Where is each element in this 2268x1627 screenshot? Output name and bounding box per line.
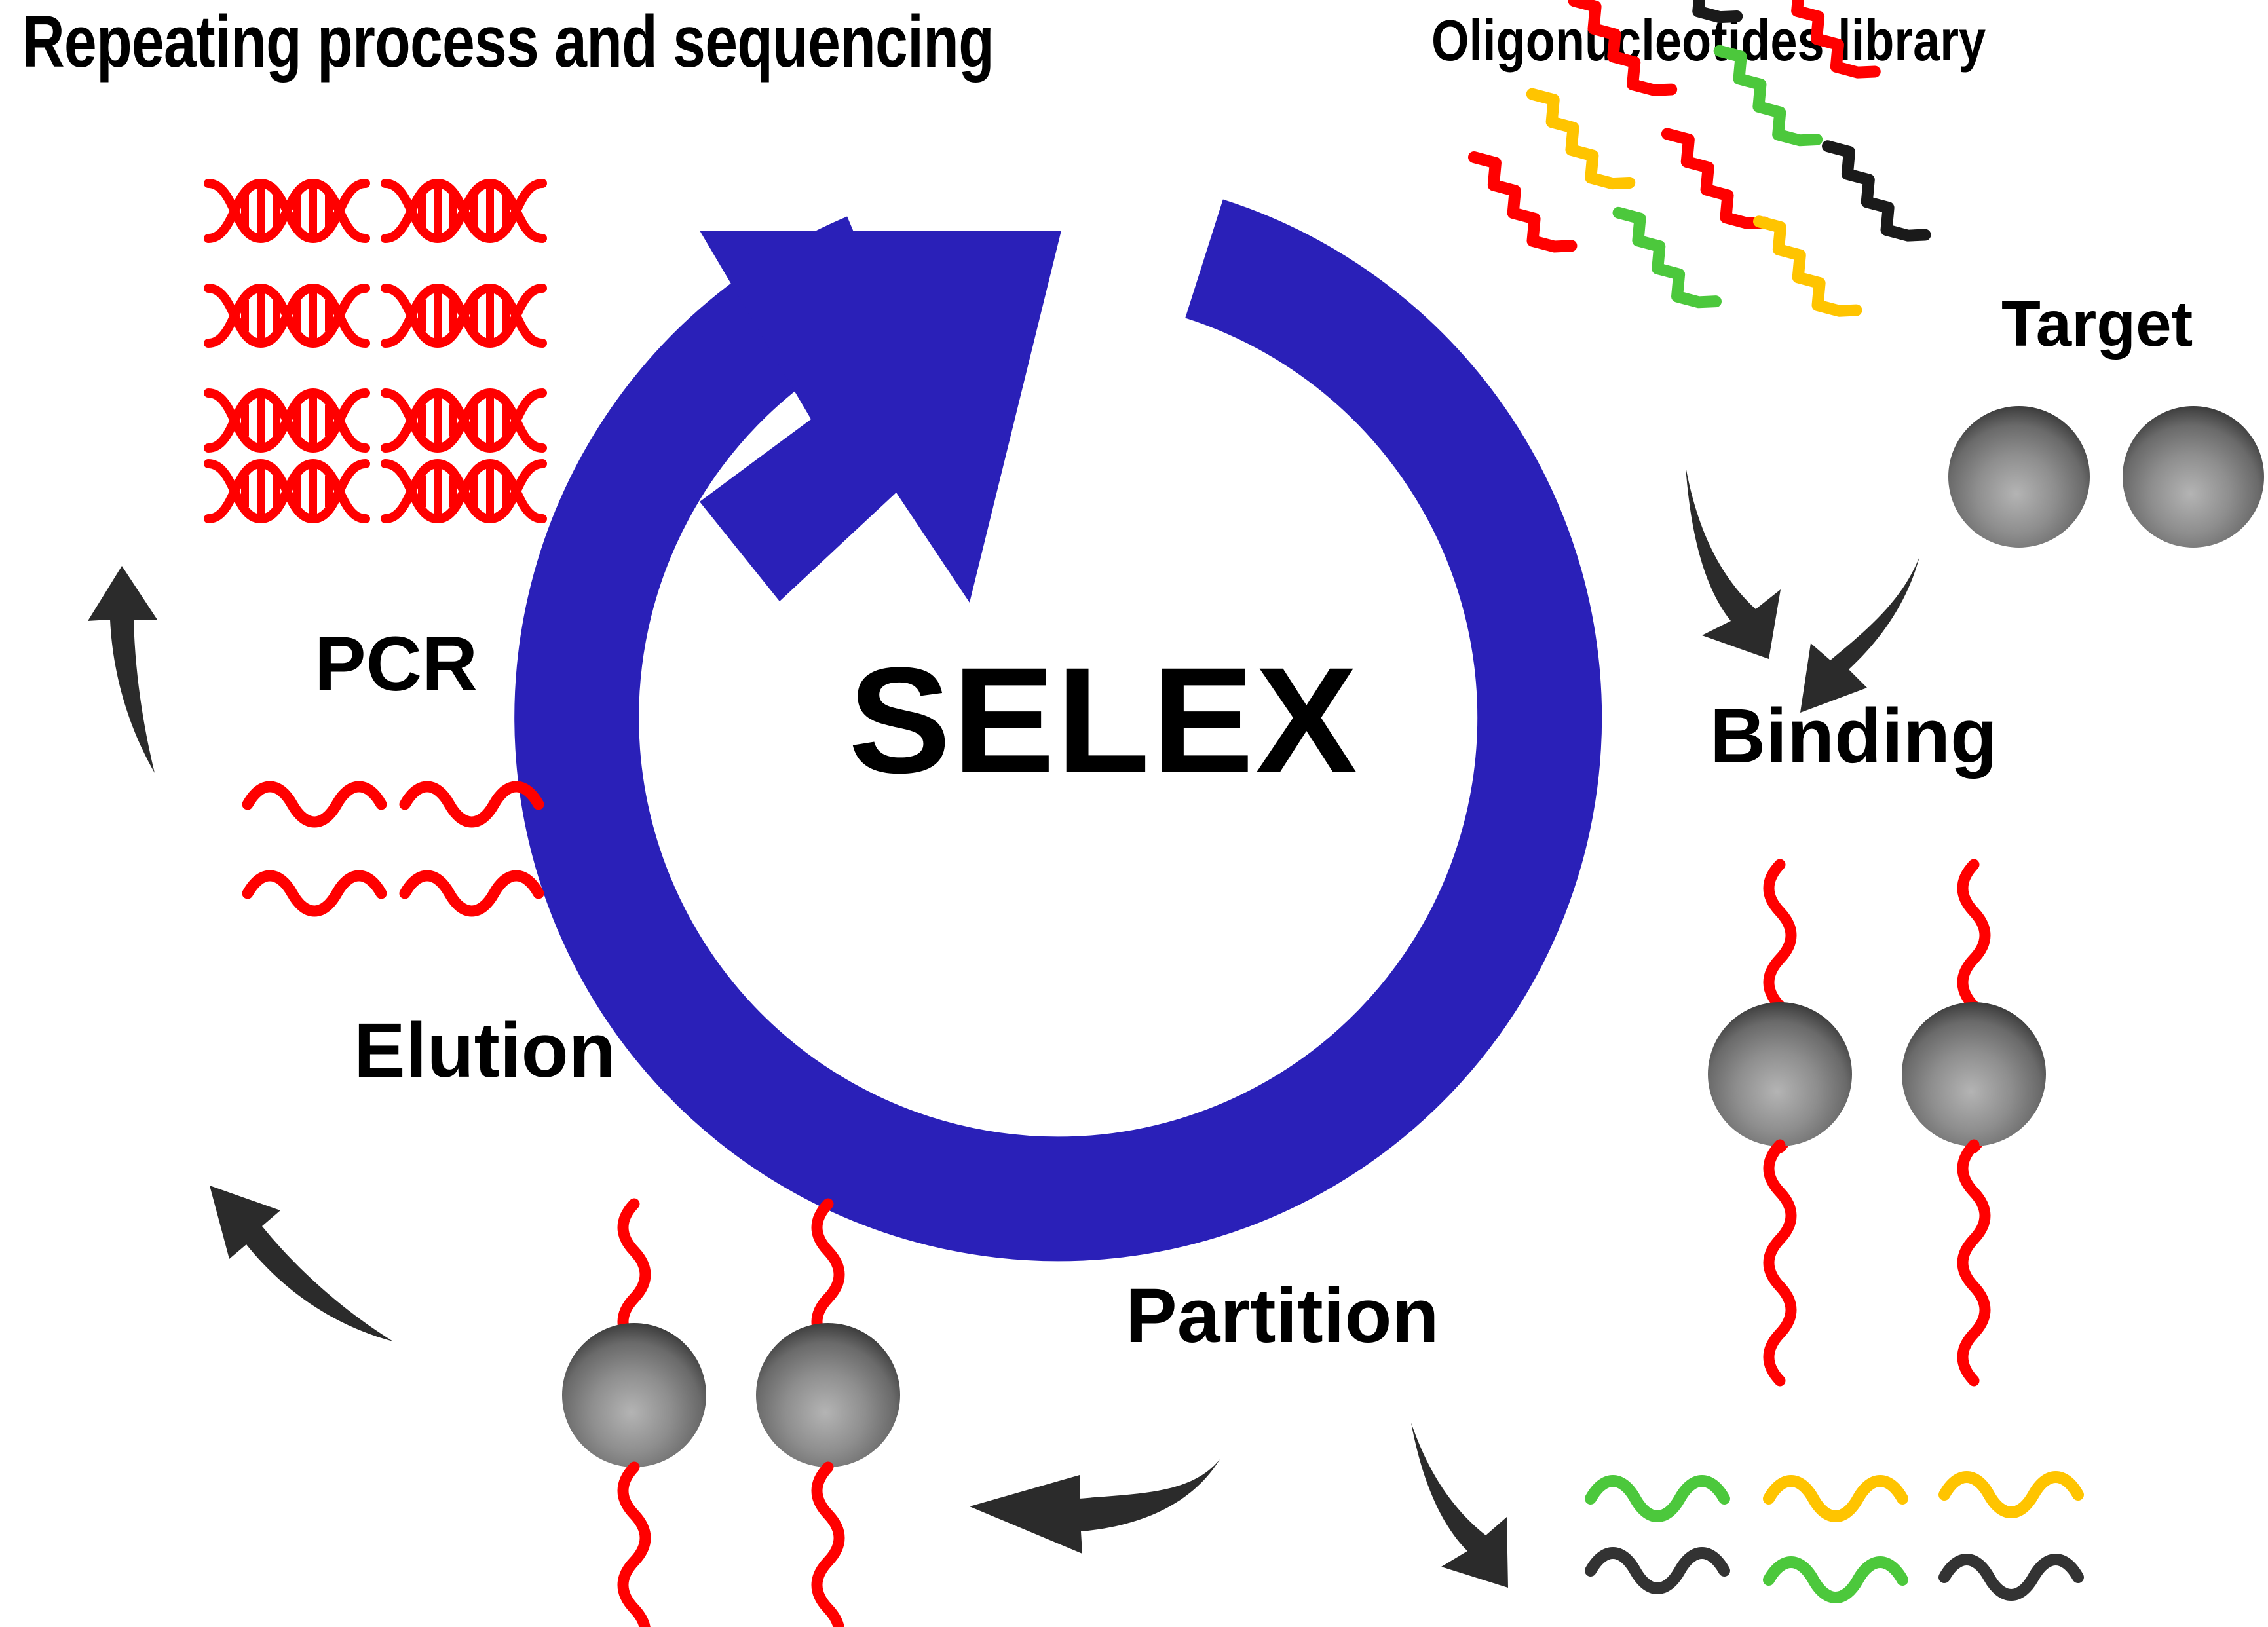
elution-complex — [562, 1198, 706, 1627]
dna-double-helix-icon — [385, 393, 542, 448]
dna-double-helix-icon — [208, 393, 366, 448]
wavy-strand-icon — [248, 876, 381, 911]
target-sphere — [1948, 406, 2090, 548]
curved-arrow-down-right-icon — [1686, 466, 1781, 659]
wavy-strand-icon — [405, 876, 539, 911]
label-partition: Partition — [1125, 1273, 1439, 1359]
binding-complex — [1902, 859, 2046, 1387]
label-target: Target — [2001, 288, 2193, 360]
title-oligonucleotides-library: Oligonucleotides library — [1431, 8, 1986, 73]
dna-double-helix-icon — [385, 288, 542, 343]
wavy-strand-icon — [1619, 196, 1716, 318]
label-elution: Elution — [354, 1007, 616, 1094]
wavy-strand-icon — [1591, 1553, 1724, 1588]
title-repeating-process: Repeating process and sequencing — [22, 1, 994, 83]
wavy-strand-icon — [1769, 1562, 1902, 1598]
curved-arrow-down-icon — [1411, 1423, 1508, 1588]
wavy-strand-icon — [405, 787, 539, 822]
curved-arrow-up-icon — [88, 566, 157, 773]
wavy-strand-icon — [1474, 141, 1571, 263]
dna-double-helix-icon — [385, 464, 542, 519]
elution-complex — [756, 1198, 900, 1627]
wavy-strand-icon — [1667, 117, 1764, 239]
wavy-strand-icon — [1591, 1481, 1724, 1516]
curved-arrow-up-left-icon — [210, 1186, 393, 1341]
target-sphere — [2123, 406, 2264, 548]
wavy-strand-icon — [248, 787, 381, 822]
wavy-strand-icon — [1769, 1481, 1902, 1516]
wavy-strand-icon — [1532, 77, 1629, 199]
selex-cycle-label: SELEX — [848, 636, 1359, 804]
label-pcr: PCR — [314, 621, 478, 707]
wavy-strand-icon — [1944, 1477, 2078, 1512]
binding-complex — [1708, 859, 1852, 1387]
dna-double-helix-icon — [385, 183, 542, 238]
dna-double-helix-icon — [208, 183, 366, 238]
curved-arrow-left-icon — [970, 1459, 1220, 1554]
wavy-strand-icon — [1828, 130, 1925, 252]
wavy-strand-icon — [1759, 205, 1856, 327]
curved-arrow-down-left-icon — [1800, 557, 1919, 713]
label-binding: Binding — [1710, 693, 1998, 779]
dna-double-helix-icon — [208, 464, 366, 519]
wavy-strand-icon — [1944, 1560, 2078, 1595]
dna-double-helix-icon — [208, 288, 366, 343]
